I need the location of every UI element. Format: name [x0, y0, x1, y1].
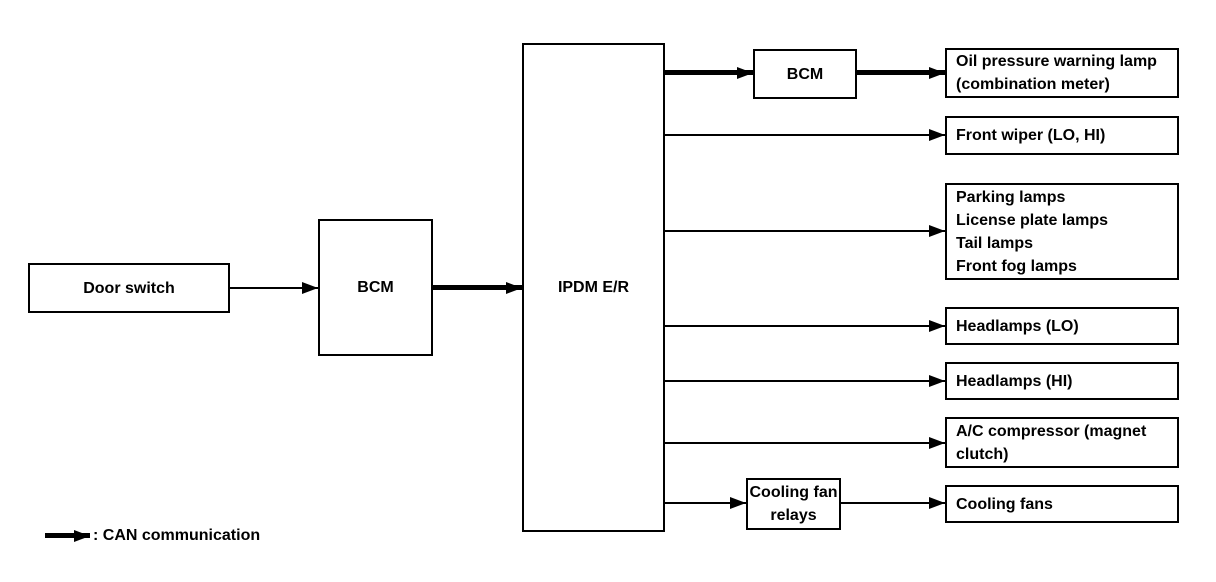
legend-can-communication-label: : CAN communication — [93, 527, 261, 544]
arrow-bcm-upper-to-oil-pressure-can — [857, 66, 945, 79]
node-door-switch: Door switch — [28, 263, 230, 313]
arrow-bcm-to-ipdm-can — [433, 281, 522, 294]
node-front-wiper: Front wiper (LO, HI) — [945, 116, 1179, 155]
node-ac-compressor: A/C compressor (magnet clutch) — [945, 417, 1179, 468]
node-headlamps-lo: Headlamps (LO) — [945, 307, 1179, 345]
node-oil-pressure-warning-lamp: Oil pressure warning lamp (combination m… — [945, 48, 1179, 98]
arrow-ipdm-to-cooling-fan-relays — [665, 497, 746, 509]
node-ac-compressor-line2: clutch) — [956, 445, 1009, 463]
legend-can-arrow-icon — [45, 529, 90, 542]
node-exterior-lamps-line4: Front fog lamps — [956, 257, 1077, 275]
node-cooling-fan-relays-line1: Cooling fan — [749, 484, 838, 501]
node-exterior-lamps: Parking lamps License plate lamps Tail l… — [945, 183, 1179, 280]
node-ac-compressor-line1: A/C compressor (magnet — [956, 422, 1147, 440]
node-oil-pressure-warning-lamp-line1: Oil pressure warning lamp — [956, 53, 1157, 70]
arrow-door-switch-to-bcm — [230, 282, 318, 294]
arrow-ipdm-to-ac-compressor — [665, 437, 945, 449]
arrow-ipdm-to-headlamps-hi — [665, 375, 945, 387]
node-ipdm-er: IPDM E/R — [522, 43, 665, 532]
node-exterior-lamps-line1: Parking lamps — [956, 188, 1066, 206]
node-bcm-main-label: BCM — [357, 279, 394, 296]
arrow-ipdm-to-headlamps-lo — [665, 320, 945, 332]
arrow-ipdm-to-exterior-lamps — [665, 225, 945, 237]
node-cooling-fans: Cooling fans — [945, 485, 1179, 523]
node-bcm-upper-label: BCM — [786, 65, 824, 83]
arrow-ipdm-to-bcm-upper-can — [665, 66, 753, 79]
node-door-switch-label: Door switch — [83, 279, 175, 297]
node-headlamps-hi: Headlamps (HI) — [945, 362, 1179, 400]
node-front-wiper-label: Front wiper (LO, HI) — [956, 127, 1106, 144]
node-ipdm-er-label: IPDM E/R — [557, 279, 630, 296]
arrow-cooling-fan-relays-to-cooling-fans — [841, 497, 945, 509]
node-exterior-lamps-line3: Tail lamps — [956, 234, 1034, 252]
node-bcm-main: BCM — [318, 219, 433, 356]
node-headlamps-lo-label: Headlamps (LO) — [956, 317, 1079, 335]
node-cooling-fans-label: Cooling fans — [956, 495, 1053, 513]
node-headlamps-hi-label: Headlamps (HI) — [956, 372, 1073, 390]
node-cooling-fan-relays: Cooling fan relays — [746, 478, 841, 530]
node-bcm-upper: BCM — [753, 49, 857, 99]
node-oil-pressure-warning-lamp-line2: (combination meter) — [956, 76, 1110, 93]
arrow-ipdm-to-front-wiper — [665, 129, 945, 141]
node-cooling-fan-relays-line2: relays — [770, 507, 817, 524]
node-exterior-lamps-line2: License plate lamps — [956, 211, 1109, 229]
